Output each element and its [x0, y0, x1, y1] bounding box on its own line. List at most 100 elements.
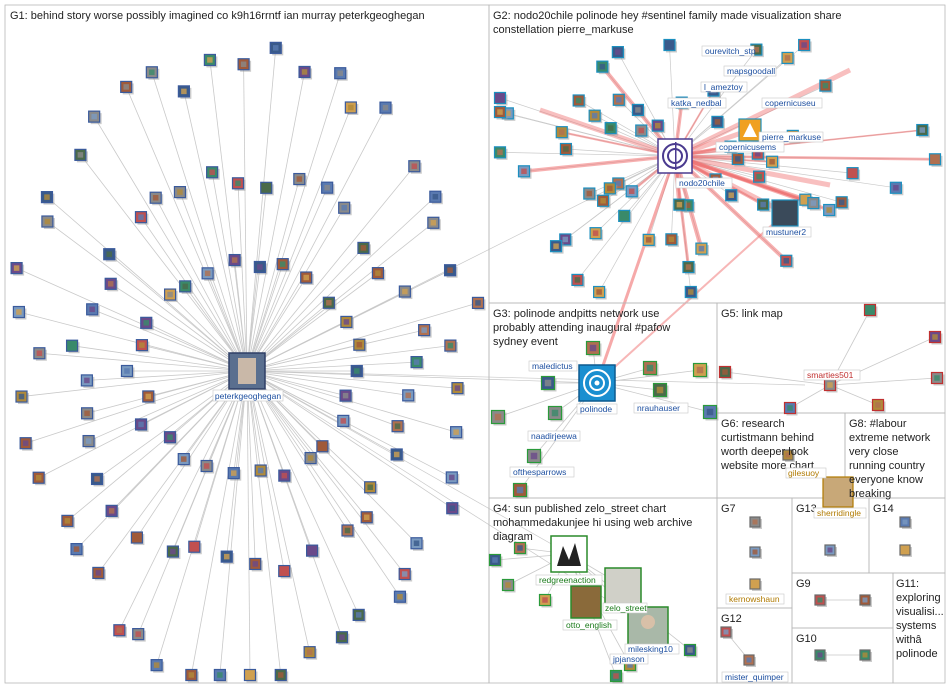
network-node[interactable]: [427, 216, 441, 231]
network-node[interactable]: [398, 567, 413, 582]
network-node[interactable]: [588, 109, 603, 124]
network-node[interactable]: [780, 254, 794, 269]
network-node[interactable]: [390, 448, 405, 462]
network-node[interactable]: [185, 668, 199, 683]
network-node[interactable]: [371, 267, 386, 281]
hub-milesking10[interactable]: [627, 606, 669, 648]
network-node[interactable]: [549, 240, 564, 254]
network-node[interactable]: [61, 514, 75, 529]
network-node[interactable]: [611, 46, 626, 60]
hub-peterkgeoghegan[interactable]: peterkgeoghegan: [212, 352, 284, 402]
network-node[interactable]: [585, 340, 602, 357]
network-node[interactable]: [652, 382, 669, 399]
network-node[interactable]: [163, 431, 178, 445]
network-node[interactable]: [298, 65, 313, 80]
network-node[interactable]: [526, 448, 543, 465]
network-node[interactable]: [572, 94, 587, 108]
network-node[interactable]: [589, 227, 604, 241]
network-node[interactable]: [410, 355, 425, 370]
network-node[interactable]: [823, 378, 838, 393]
network-node[interactable]: [41, 215, 55, 230]
network-node[interactable]: [928, 330, 943, 345]
network-node[interactable]: [757, 198, 771, 213]
network-node[interactable]: [340, 315, 354, 330]
network-node[interactable]: [597, 194, 611, 209]
network-node[interactable]: [130, 531, 145, 546]
network-node[interactable]: [682, 260, 696, 275]
network-node[interactable]: [451, 382, 465, 396]
network-node[interactable]: [665, 233, 679, 247]
network-node[interactable]: [338, 201, 352, 216]
network-node[interactable]: [140, 316, 154, 331]
network-node[interactable]: [798, 38, 812, 53]
network-node[interactable]: [490, 409, 507, 426]
network-node[interactable]: [711, 115, 725, 130]
network-node[interactable]: [410, 537, 425, 551]
network-node[interactable]: [322, 296, 337, 311]
network-node[interactable]: [103, 248, 117, 262]
network-node[interactable]: [612, 93, 627, 108]
network-node[interactable]: [928, 153, 943, 167]
hub-nodo20chile[interactable]: [657, 138, 693, 174]
network-node[interactable]: [166, 545, 181, 560]
network-node[interactable]: [304, 451, 319, 466]
network-node[interactable]: [859, 649, 872, 662]
network-node[interactable]: [631, 103, 646, 118]
network-node[interactable]: [603, 182, 618, 196]
network-node[interactable]: [278, 469, 292, 484]
network-node[interactable]: [149, 191, 164, 206]
network-node[interactable]: [179, 280, 193, 294]
network-node[interactable]: [618, 209, 632, 224]
network-node[interactable]: [782, 449, 795, 462]
network-node[interactable]: [781, 51, 796, 66]
network-node[interactable]: [113, 624, 127, 638]
network-node[interactable]: [135, 339, 150, 353]
network-node[interactable]: [540, 375, 557, 392]
network-node[interactable]: [339, 389, 354, 404]
network-node[interactable]: [859, 594, 872, 607]
network-node[interactable]: [74, 148, 88, 163]
network-node[interactable]: [517, 165, 532, 179]
network-node[interactable]: [916, 123, 930, 138]
network-node[interactable]: [930, 371, 945, 386]
network-node[interactable]: [177, 85, 192, 99]
network-node[interactable]: [92, 566, 106, 581]
network-node[interactable]: [642, 360, 659, 377]
network-node[interactable]: [765, 155, 780, 170]
network-node[interactable]: [571, 273, 585, 288]
network-node[interactable]: [559, 142, 574, 157]
network-node[interactable]: [899, 516, 912, 529]
network-node[interactable]: [253, 260, 268, 275]
network-node[interactable]: [188, 540, 202, 555]
network-node[interactable]: [274, 668, 289, 683]
network-node[interactable]: [819, 79, 833, 94]
network-node[interactable]: [337, 414, 351, 429]
network-node[interactable]: [364, 481, 378, 495]
network-node[interactable]: [429, 190, 443, 205]
network-node[interactable]: [871, 398, 886, 413]
network-node[interactable]: [391, 420, 406, 434]
network-node[interactable]: [15, 390, 30, 405]
network-node[interactable]: [596, 60, 610, 75]
network-node[interactable]: [278, 564, 292, 579]
network-node[interactable]: [120, 364, 135, 379]
network-node[interactable]: [249, 557, 263, 572]
network-node[interactable]: [814, 649, 827, 662]
network-node[interactable]: [33, 347, 47, 361]
network-node[interactable]: [471, 296, 486, 311]
network-node[interactable]: [227, 467, 242, 481]
network-node[interactable]: [749, 546, 762, 559]
hub-mustuner2[interactable]: [771, 199, 799, 227]
network-node[interactable]: [90, 472, 105, 487]
network-node[interactable]: [105, 504, 120, 519]
network-node[interactable]: [651, 119, 666, 134]
network-node[interactable]: [749, 516, 762, 529]
network-node[interactable]: [783, 401, 798, 416]
network-node[interactable]: [512, 482, 529, 499]
network-node[interactable]: [501, 578, 516, 593]
network-node[interactable]: [635, 124, 649, 139]
network-node[interactable]: [683, 643, 698, 658]
network-node[interactable]: [357, 241, 371, 256]
network-node[interactable]: [260, 181, 274, 196]
network-node[interactable]: [200, 459, 215, 474]
